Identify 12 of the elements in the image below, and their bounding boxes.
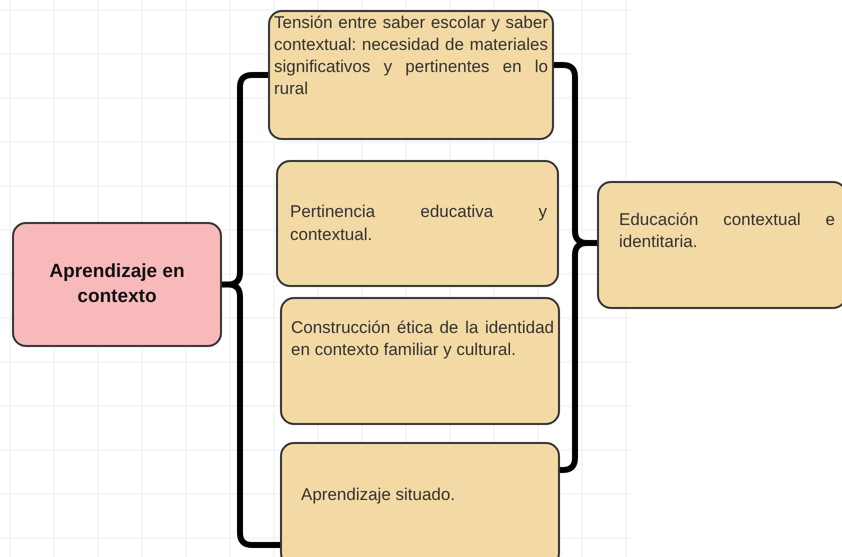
concept-box — [597, 181, 842, 309]
concept-box — [280, 297, 560, 425]
node-text: Tensión entre saber escolar y saber contextual: necesidad de materiales significativos y pertinentes en lo rural — [274, 12, 548, 100]
concept-box — [276, 160, 559, 287]
node-text: Aprendizaje en contexto — [48, 260, 186, 308]
concept-box — [280, 442, 560, 557]
node-text: Aprendizaje situado. — [301, 484, 456, 506]
node-text: Educación contextual e identitaria. — [619, 209, 835, 254]
concept-box — [268, 10, 554, 140]
topic-box — [12, 222, 222, 347]
node-text: Pertinencia educativa y contextual. — [290, 201, 547, 246]
node-text: Construcción ética de la identidad en contexto familiar y cultural. — [291, 317, 554, 362]
